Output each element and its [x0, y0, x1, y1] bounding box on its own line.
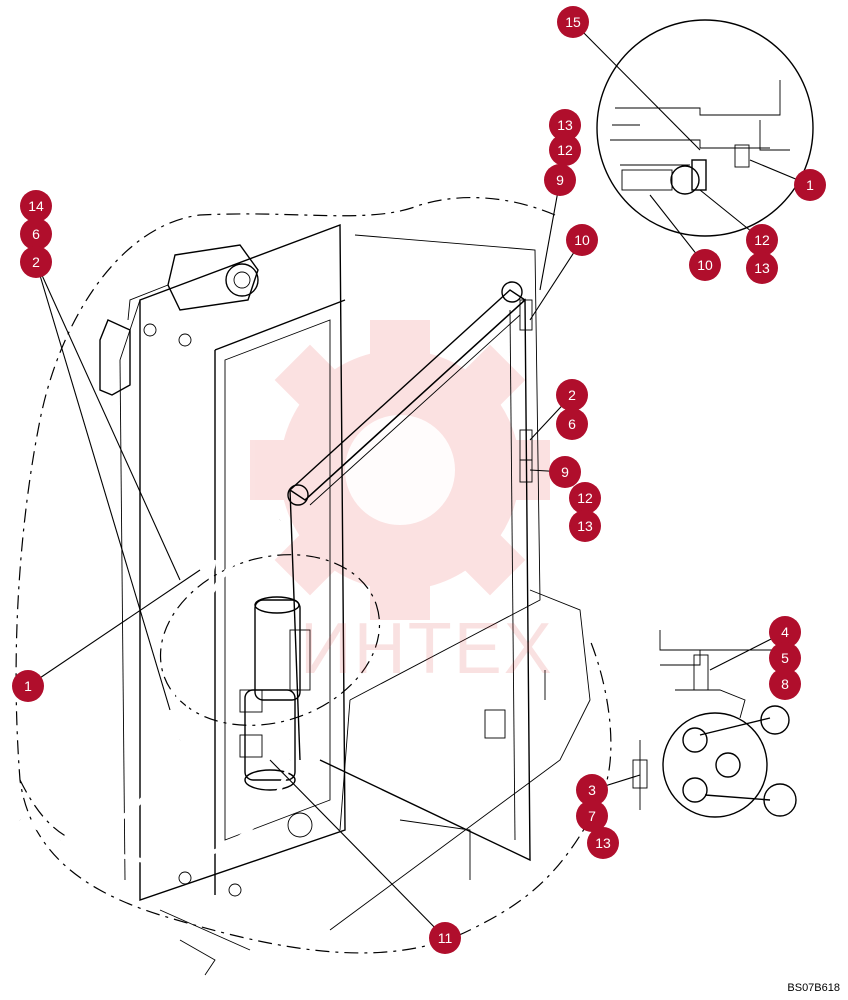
svg-text:13: 13 [754, 260, 770, 276]
left-bracket [99, 319, 131, 396]
svg-text:10: 10 [697, 257, 713, 273]
callout-5: 5 [769, 642, 801, 674]
svg-text:12: 12 [557, 142, 573, 158]
svg-text:5: 5 [781, 650, 789, 666]
callout-2-right: 2 [556, 379, 588, 411]
callout-10-right: 10 [566, 224, 598, 256]
callout-7: 7 [576, 800, 608, 832]
callout-4: 4 [769, 616, 801, 648]
figure-code: BS07B618 [787, 982, 840, 994]
base-floor [159, 589, 591, 976]
callout-10-detail: 10 [689, 249, 721, 281]
callout-13-right: 13 [569, 510, 601, 542]
svg-text:3: 3 [588, 782, 596, 798]
callout-12-right: 12 [569, 482, 601, 514]
callout-11: 11 [429, 922, 461, 954]
callout-9-right: 9 [549, 456, 581, 488]
callout-1-left: 1 [12, 670, 44, 702]
fitting-detail [632, 630, 797, 818]
callout-12-detail: 12 [746, 224, 778, 256]
callout-1-detail: 1 [794, 169, 826, 201]
watermark-gear-hole-icon [345, 415, 455, 525]
receiver-drier [239, 596, 311, 791]
svg-text:12: 12 [577, 490, 593, 506]
callout-13-bottom: 13 [587, 827, 619, 859]
callout-15: 15 [557, 6, 589, 38]
callout-12-top: 12 [549, 134, 581, 166]
svg-text:2: 2 [568, 387, 576, 403]
hoses [18, 518, 293, 865]
condenser [287, 281, 533, 862]
callout-9-top: 9 [544, 164, 576, 196]
svg-text:1: 1 [24, 678, 32, 694]
detail-top-contents [610, 80, 790, 195]
svg-text:2: 2 [32, 254, 40, 270]
svg-text:13: 13 [595, 835, 611, 851]
callout-2-left: 2 [20, 246, 52, 278]
svg-text:12: 12 [754, 232, 770, 248]
callout-14: 14 [20, 190, 52, 222]
callout-13-top: 13 [549, 109, 581, 141]
svg-text:13: 13 [557, 117, 573, 133]
watermark-text: ИНТЕХ [300, 609, 554, 689]
svg-text:15: 15 [565, 14, 581, 30]
svg-text:6: 6 [32, 226, 40, 242]
radiator-frame [119, 223, 541, 901]
callout-6-right: 6 [556, 408, 588, 440]
svg-text:4: 4 [781, 624, 789, 640]
callout-8: 8 [769, 668, 801, 700]
callout-3: 3 [576, 774, 608, 806]
callout-13-detail: 13 [746, 252, 778, 284]
svg-text:13: 13 [577, 518, 593, 534]
svg-text:9: 9 [561, 464, 569, 480]
svg-text:8: 8 [781, 676, 789, 692]
callout-6-left: 6 [20, 218, 52, 250]
svg-text:6: 6 [568, 416, 576, 432]
top-tank [127, 244, 259, 321]
svg-text:14: 14 [28, 198, 44, 214]
svg-text:10: 10 [574, 232, 590, 248]
detail-circle-top [596, 19, 814, 237]
dashed-boundary-main [15, 196, 612, 954]
svg-text:7: 7 [588, 808, 596, 824]
svg-text:9: 9 [556, 172, 564, 188]
svg-text:11: 11 [438, 930, 453, 946]
svg-text:1: 1 [806, 177, 814, 193]
